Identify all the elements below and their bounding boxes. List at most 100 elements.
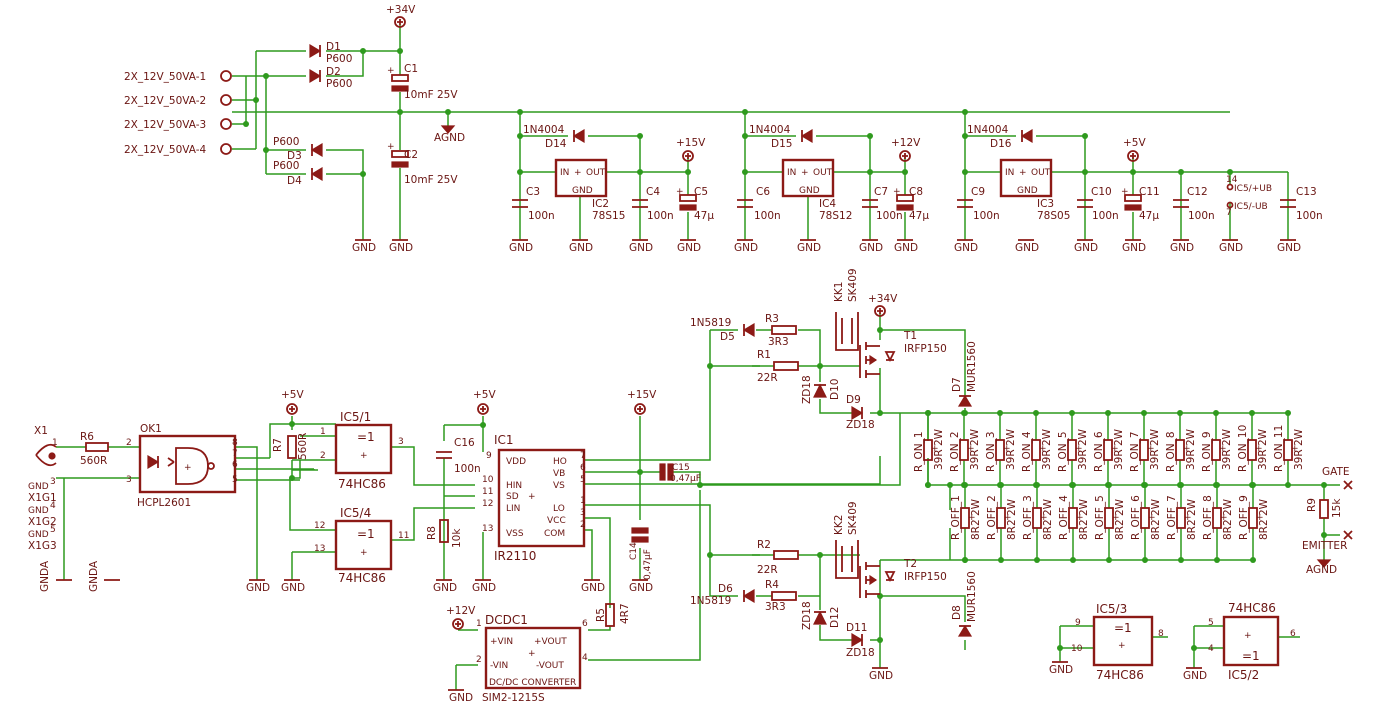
dcdc-converter: +VIN-VIN +VOUT-VOUT DC/DC CONVERTER+ DCD…	[476, 613, 588, 704]
svg-text:1: 1	[320, 427, 326, 437]
svg-text:C15: C15	[672, 463, 690, 473]
svg-text:39R 2W: 39R 2W	[1221, 428, 1233, 470]
svg-text:IC1: IC1	[494, 433, 514, 447]
svg-text:C4: C4	[646, 186, 660, 198]
svg-text:=1: =1	[1114, 621, 1132, 635]
svg-text:+: +	[1111, 444, 1119, 454]
svg-text:+: +	[893, 187, 901, 197]
svg-text:+: +	[968, 513, 976, 523]
svg-text:D11: D11	[846, 622, 867, 634]
svg-text:R_ON_10: R_ON_10	[1237, 425, 1249, 472]
svg-text:R_ON_4: R_ON_4	[1021, 431, 1033, 472]
svg-text:100n: 100n	[754, 210, 781, 222]
svg-text:13: 13	[314, 544, 325, 554]
gnd-label: GND	[734, 242, 758, 254]
svg-text:100n: 100n	[528, 210, 555, 222]
svg-text:8R2 2W: 8R2 2W	[1078, 498, 1090, 540]
svg-text:IRFP150: IRFP150	[904, 571, 947, 583]
svg-text:39R 2W: 39R 2W	[1257, 428, 1269, 470]
svg-text:R_ON_8: R_ON_8	[1165, 431, 1177, 472]
svg-text:+: +	[1112, 513, 1120, 523]
svg-text:R_ON_9: R_ON_9	[1201, 431, 1213, 472]
svg-text:3: 3	[126, 475, 132, 485]
svg-text:4: 4	[582, 653, 588, 663]
supply-15v-driver: +15V	[627, 389, 657, 415]
svg-text:7: 7	[580, 451, 586, 461]
svg-text:C3: C3	[526, 186, 540, 198]
svg-text:+: +	[387, 142, 395, 152]
svg-text:1N5819: 1N5819	[690, 595, 731, 607]
svg-text:GND: GND	[1017, 186, 1038, 196]
svg-text:5: 5	[50, 525, 56, 535]
svg-text:D10: D10	[829, 379, 841, 400]
svg-text:KK2: KK2	[833, 515, 845, 535]
svg-text:78S15: 78S15	[592, 210, 625, 222]
svg-text:0,47µF: 0,47µF	[643, 549, 653, 580]
svg-text:VDD: VDD	[506, 457, 526, 467]
svg-text:5: 5	[1208, 618, 1214, 628]
svg-text:VS: VS	[553, 481, 565, 491]
svg-text:LO: LO	[553, 504, 565, 514]
svg-text:=1: =1	[357, 527, 375, 541]
gnd-label: GND	[629, 242, 653, 254]
svg-text:78S05: 78S05	[1037, 210, 1070, 222]
svg-text:C6: C6	[756, 186, 770, 198]
svg-text:D15: D15	[771, 138, 792, 150]
svg-text:=1: =1	[1242, 649, 1260, 663]
svg-text:D5: D5	[720, 331, 735, 343]
gnd-label: GND	[797, 242, 821, 254]
svg-text:D12: D12	[829, 607, 841, 628]
svg-text:+: +	[1039, 444, 1047, 454]
svg-text:3: 3	[398, 437, 404, 447]
svg-text:+15V: +15V	[627, 389, 657, 401]
svg-text:ZD18: ZD18	[801, 375, 813, 404]
svg-text:+VIN: +VIN	[490, 637, 513, 647]
svg-text:R6: R6	[80, 431, 94, 443]
svg-text:6: 6	[580, 463, 586, 473]
svg-text:C11: C11	[1139, 186, 1160, 198]
svg-text:+: +	[1019, 168, 1027, 178]
svg-text:11: 11	[482, 487, 493, 497]
svg-text:KK1: KK1	[833, 282, 845, 302]
svg-text:8R2 2W: 8R2 2W	[1114, 498, 1126, 540]
gnd-label: GND	[281, 582, 305, 594]
svg-text:D2: D2	[326, 66, 341, 78]
svg-text:8: 8	[1158, 629, 1164, 639]
gnd-label: GND	[509, 242, 533, 254]
svg-text:39R 2W: 39R 2W	[1149, 428, 1161, 470]
svg-text:R7: R7	[272, 438, 284, 452]
svg-text:7: 7	[232, 449, 238, 459]
svg-text:IN: IN	[787, 168, 796, 178]
gnd-label: GND	[894, 242, 918, 254]
supply-15v-reg: +15V	[676, 137, 706, 162]
svg-text:3: 3	[50, 477, 56, 487]
svg-text:47µ: 47µ	[1139, 210, 1159, 222]
svg-text:GND: GND	[799, 186, 820, 196]
svg-text:15k: 15k	[1331, 498, 1343, 518]
svg-text:DCDC1: DCDC1	[485, 613, 528, 627]
svg-text:+: +	[1291, 444, 1299, 454]
svg-text:-VOUT: -VOUT	[536, 661, 564, 671]
svg-text:C8: C8	[909, 186, 923, 198]
svg-text:+: +	[1003, 444, 1011, 454]
svg-text:X1G2: X1G2	[28, 516, 57, 528]
svg-text:1: 1	[52, 438, 58, 448]
supply-symbols: +34V +15V +12V +5V +5V +5V +15V +34V +12…	[281, 4, 1337, 630]
